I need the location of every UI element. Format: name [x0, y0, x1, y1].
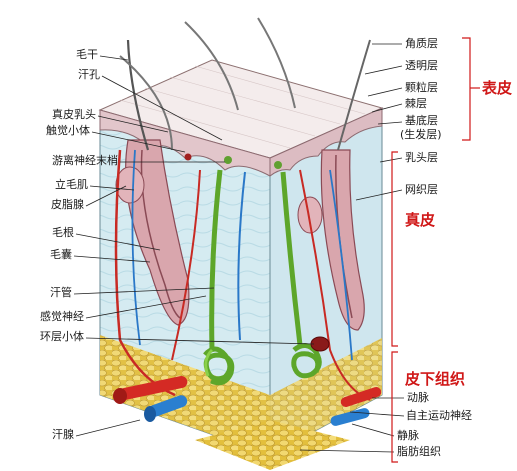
label-hair-root: 毛根: [52, 226, 74, 239]
label-papillary-layer: 乳头层: [405, 151, 438, 164]
label-tactile-corpuscle: 触觉小体: [46, 124, 90, 137]
label-stratum-basale: 基底层: [405, 114, 438, 127]
label-dermal-papilla: 真皮乳头: [52, 108, 96, 121]
label-reticular-layer: 网织层: [405, 183, 438, 196]
fat-bottom: [195, 420, 350, 470]
label-arrector-pili: 立毛肌: [55, 178, 88, 191]
label-adipose-tissue: 脂肪组织: [397, 445, 441, 458]
blood-vessels: [114, 149, 371, 401]
sweat-gland-right: [280, 171, 322, 379]
epidermis-side-band: [269, 107, 383, 178]
label-sweat-gland: 汗腺: [52, 428, 74, 441]
label-free-nerve-ending: 游离神经末梢: [52, 154, 118, 167]
label-sensory-nerve: 感觉神经: [40, 310, 84, 323]
left-leader-lines: [73, 55, 315, 437]
label-stratum-spinosum: 棘层: [405, 97, 427, 110]
label-vein: 静脉: [397, 429, 419, 442]
group-brackets: [391, 37, 480, 463]
label-sebaceous-gland: 皮脂腺: [51, 198, 84, 211]
label-sweat-duct: 汗管: [50, 286, 72, 299]
label-lamellar-corpuscle: 环层小体: [40, 330, 84, 343]
fat-front-face: [100, 335, 270, 455]
label-hair-follicle: 毛囊: [50, 248, 72, 261]
label-sweat-pore: 汗孔: [78, 68, 100, 81]
right-sebaceous-gland: [297, 196, 323, 234]
group-label-epidermis: 表皮: [482, 79, 513, 97]
left-hair-shaft: [126, 39, 150, 151]
label-artery: 动脉: [407, 391, 429, 404]
left-sebaceous-gland: [115, 166, 145, 204]
group-label-dermis: 真皮: [405, 211, 436, 229]
group-label-hypodermis: 皮下组织: [405, 370, 466, 388]
label-stratum-corneum: 角质层: [405, 37, 438, 50]
artery-tubes: [113, 375, 382, 407]
fat-side-face: [270, 338, 382, 455]
label-autonomic-nerve: 自主运动神经: [406, 409, 472, 422]
right-hair-follicle: [320, 149, 365, 331]
label-germinative-layer: (生发层): [400, 128, 442, 141]
label-stratum-lucidum: 透明层: [405, 59, 438, 72]
right-leader-lines: [299, 43, 405, 453]
label-stratum-granulosum: 颗粒层: [405, 81, 438, 94]
label-hair-shaft: 毛干: [76, 48, 98, 61]
